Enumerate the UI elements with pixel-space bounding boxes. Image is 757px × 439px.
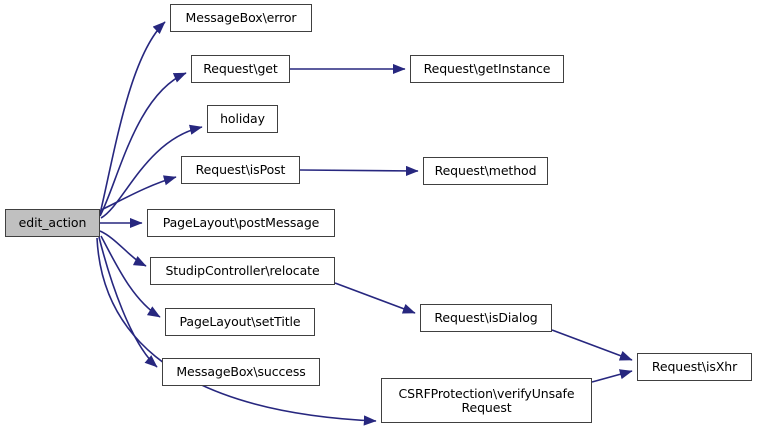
graph-node-request_get[interactable]: Request\get <box>191 55 290 83</box>
graph-node-getinstance[interactable]: Request\getInstance <box>410 55 564 83</box>
graph-node-request_method[interactable]: Request\method <box>423 157 548 185</box>
graph-node-postmessage[interactable]: PageLayout\postMessage <box>147 209 335 237</box>
edge-edit_action-to-msgbox_error <box>99 21 166 215</box>
edge-edit_action-to-relocate <box>99 230 147 267</box>
graph-node-msgbox_success[interactable]: MessageBox\success <box>162 358 320 386</box>
edge-edit_action-to-request_get <box>99 72 187 217</box>
graph-node-settitle[interactable]: PageLayout\setTitle <box>165 308 315 336</box>
graph-node-isxhr[interactable]: Request\isXhr <box>637 353 752 381</box>
edge-request_ispost-to-request_method <box>299 165 419 177</box>
edge-edit_action-to-msgbox_success <box>98 236 158 368</box>
graph-node-relocate[interactable]: StudipController\relocate <box>150 257 335 285</box>
graph-node-request_ispost[interactable]: Request\isPost <box>181 156 300 184</box>
edge-edit_action-to-request_ispost <box>100 175 177 211</box>
edge-relocate-to-isdialog <box>334 282 416 314</box>
graph-node-edit_action[interactable]: edit_action <box>5 209 100 237</box>
graph-node-isdialog[interactable]: Request\isDialog <box>420 304 552 332</box>
graph-node-msgbox_error[interactable]: MessageBox\error <box>170 4 312 32</box>
graph-node-csrf_verify[interactable]: CSRFProtection\verifyUnsafe Request <box>381 378 592 423</box>
edge-csrf_verify-to-isxhr <box>591 369 633 383</box>
graph-node-holiday[interactable]: holiday <box>207 105 278 133</box>
edge-isdialog-to-isxhr <box>551 329 633 361</box>
